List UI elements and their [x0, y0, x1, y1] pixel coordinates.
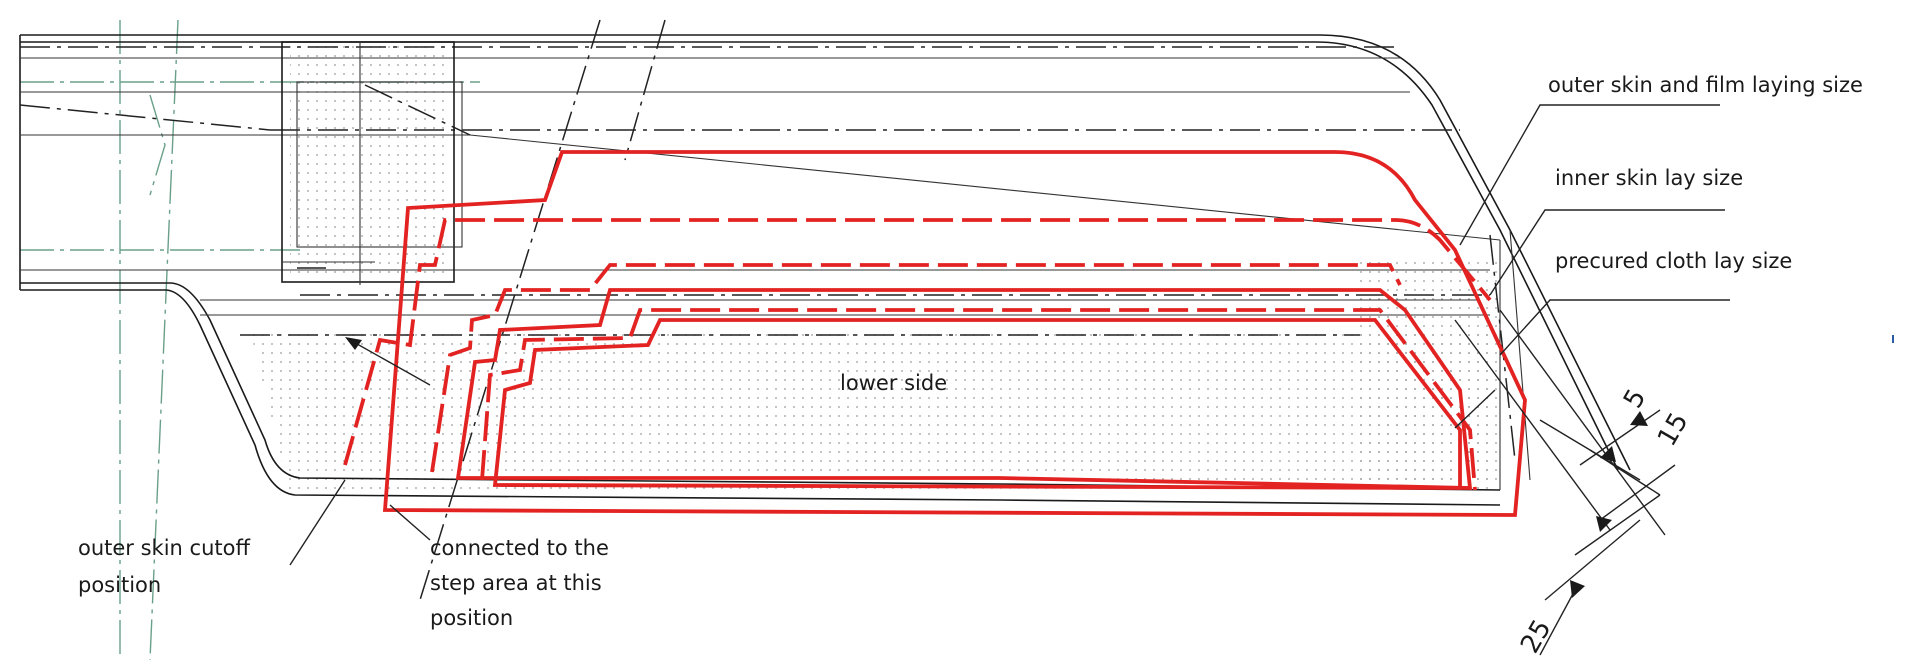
label-inner-skin: inner skin lay size: [1555, 166, 1743, 190]
label-step-line2: step area at this: [430, 571, 602, 595]
dimension-lines: [1454, 309, 1676, 656]
label-leaders: [289, 104, 1730, 566]
dimension-15: 15: [1652, 408, 1695, 452]
lower-side-outline: [492, 318, 1462, 490]
label-outer-skin-film: outer skin and film laying size: [1548, 73, 1863, 97]
label-precured-cloth: precured cloth lay size: [1555, 249, 1792, 273]
dimension-25: 25: [1515, 615, 1558, 659]
edge-mark: [1892, 335, 1894, 343]
label-cutoff-line1: outer skin cutoff: [78, 536, 250, 560]
ply-outlines: [343, 150, 1527, 517]
internal-arrow: [345, 337, 1496, 429]
inner-lay-dash-outline: [480, 308, 1477, 491]
step-box: [281, 41, 463, 285]
inner-skin-outline: [343, 218, 1492, 466]
label-step-line3: position: [430, 606, 513, 630]
label-cutoff-line2: position: [78, 573, 161, 597]
outer-skin-film-outline: [382, 150, 1527, 517]
precured-cloth-dash-outline: [430, 263, 1402, 473]
dimension-5: 5: [1618, 384, 1652, 413]
label-step-line1: connected to the: [430, 536, 609, 560]
label-lower-side: lower side: [840, 371, 947, 395]
construction-lines: [19, 19, 1516, 601]
